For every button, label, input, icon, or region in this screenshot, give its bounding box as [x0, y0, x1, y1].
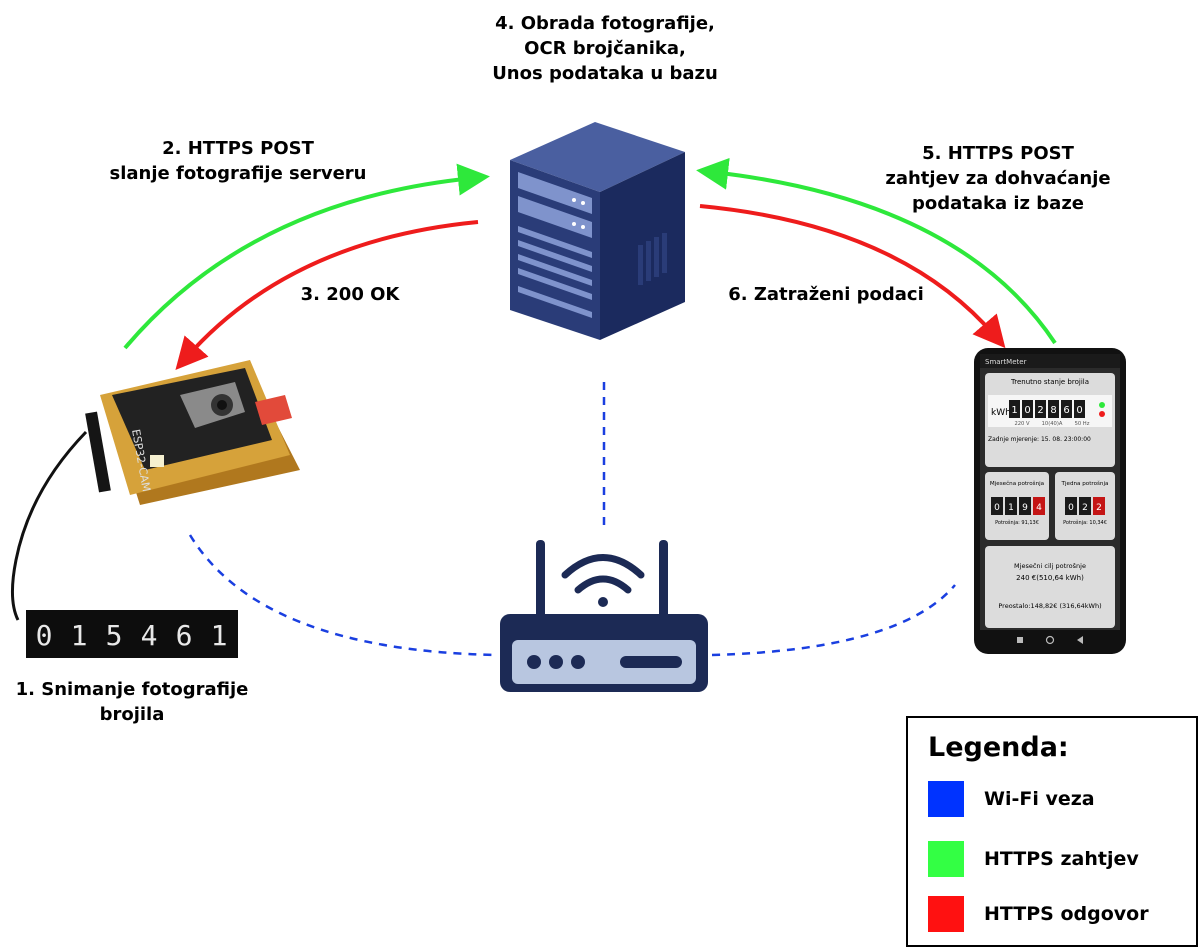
meter-spec: 10(40)A [1042, 421, 1063, 427]
digit-text: 1 [1011, 405, 1017, 416]
wifi-link-board [188, 534, 496, 657]
digit-text: 9 [1022, 503, 1028, 513]
digit-box [1009, 400, 1020, 418]
digit-box [1019, 497, 1031, 515]
digit-box [1048, 400, 1059, 418]
arrow-request-phone [696, 157, 1057, 345]
digit-text: 2 [1037, 405, 1043, 416]
legend-item-response: HTTPS odgovor [928, 895, 1149, 933]
digit-box [1065, 497, 1077, 515]
phone-monthly-title: Mjesečna potrošnja [990, 480, 1044, 487]
legend-item-wifi: Wi-Fi veza [928, 780, 1095, 818]
digit-text: 6 [1063, 405, 1069, 416]
digit-text: 0 [1076, 405, 1082, 416]
meter-digit: 6 [176, 619, 193, 652]
esp32-cam-board: ESP32-CAM [85, 360, 300, 505]
phone-goal-title: Mjesečni cilj potrošnje [1014, 562, 1086, 570]
legend-swatch-request [928, 841, 964, 877]
digit-text: 4 [1036, 503, 1042, 513]
digit-box [1035, 400, 1046, 418]
nav-home-icon [1045, 635, 1055, 645]
digit-text: 0 [994, 503, 1000, 513]
legend-swatch-response [928, 896, 964, 932]
arrow-response-phone [699, 204, 1006, 349]
server-icon [510, 122, 685, 340]
meter-digit: 5 [106, 619, 123, 652]
phone-monthly-cost: Potrošnja: 91,13€ [995, 519, 1039, 526]
arrow-response-board [175, 220, 479, 370]
meter-digit: 0 [36, 619, 53, 652]
digit-text: 8 [1050, 405, 1056, 416]
digit-box [1093, 497, 1105, 515]
meter-digit: 4 [141, 619, 158, 652]
digit-box [1033, 497, 1045, 515]
digit-box [1079, 497, 1091, 515]
digit-text: 2 [1096, 503, 1102, 513]
meter-digit: 1 [71, 619, 88, 652]
legend-item-request: HTTPS zahtjev [928, 840, 1139, 878]
digit-text: 0 [1068, 503, 1074, 513]
arrow-request-board [123, 163, 490, 350]
flow-arrows [123, 157, 1057, 370]
phone: SmartMeter Trenutno stanje brojila kWh 1… [974, 348, 1126, 654]
digit-text: 1 [1008, 503, 1014, 513]
wifi-links [188, 382, 956, 657]
phone-kwh-label: kWh [991, 408, 1011, 418]
nav-back-icon [1077, 636, 1083, 644]
camera-cable [11, 430, 88, 621]
digit-text: 2 [1082, 503, 1088, 513]
meter-digit: 1 [211, 619, 228, 652]
digit-box [1022, 400, 1033, 418]
phone-last-reading: Zadnje mjerenje: 15. 08. 23:00:00 [988, 436, 1091, 443]
phone-goal-value: 240 €(510,64 kWh) [1016, 574, 1084, 582]
phone-app-title: SmartMeter [985, 358, 1027, 366]
phone-weekly-cost: Potrošnja: 10,34€ [1063, 519, 1107, 526]
digit-text: 0 [1024, 405, 1030, 416]
legend-title: Legenda: [928, 732, 1069, 763]
wifi-link-phone [711, 584, 956, 657]
digit-box [991, 497, 1003, 515]
digit-box [1005, 497, 1017, 515]
phone-weekly-title: Tjedna potrošnja [1061, 480, 1109, 487]
digit-box [1074, 400, 1085, 418]
meter-spec: 50 Hz [1075, 421, 1090, 427]
step-4-label: 4. Obrada fotografije,OCR brojčanika,Uno… [492, 13, 718, 84]
nav-square-icon [1017, 637, 1023, 643]
phone-current-title: Trenutno stanje brojila [1010, 378, 1089, 386]
meter-spec: 220 V [1014, 421, 1030, 427]
legend: Legenda: Wi-Fi veza HTTPS zahtjev HTTPS … [906, 716, 1198, 947]
legend-swatch-wifi [928, 781, 964, 817]
digit-box [1061, 400, 1072, 418]
step-3-label: 3. 200 OK [300, 284, 400, 305]
phone-remaining: Preostalo:148,82€ (316,64kWh) [998, 602, 1101, 610]
router-icon [500, 540, 708, 692]
step-6-label: 6. Zatraženi podaci [728, 284, 924, 305]
